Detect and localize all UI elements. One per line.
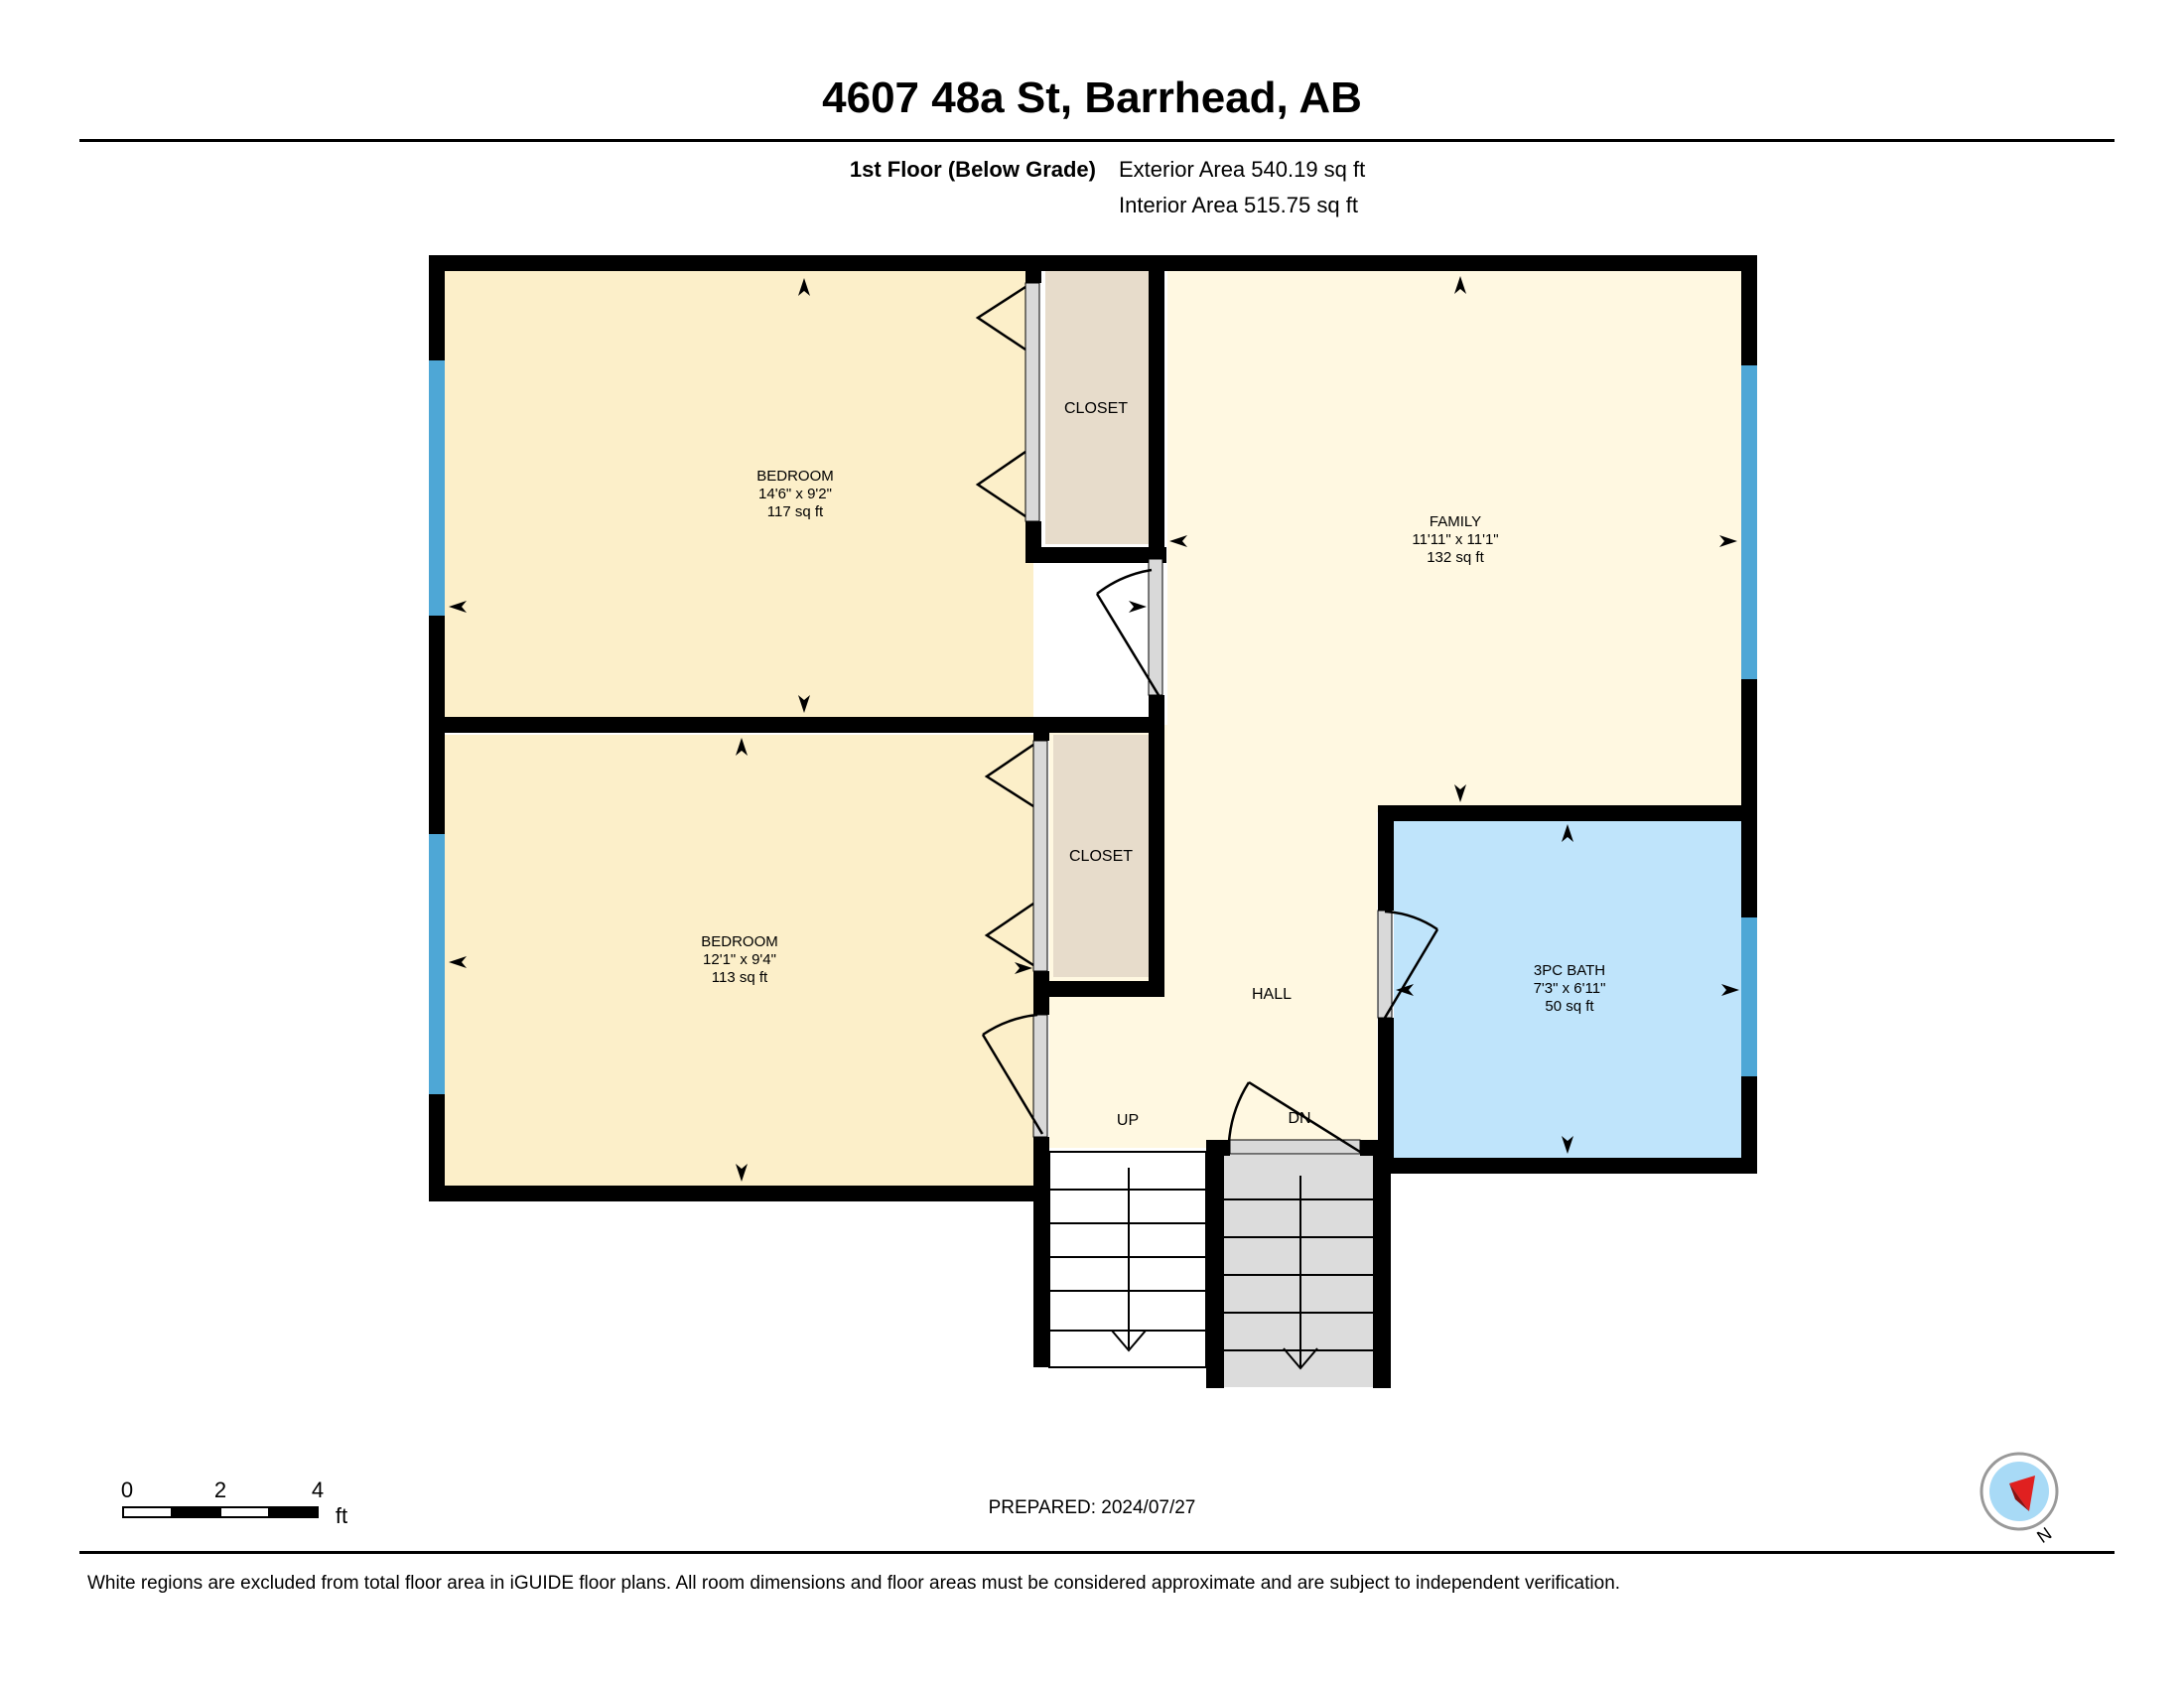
compass-icon — [1979, 1452, 2059, 1531]
stair-up — [1048, 1151, 1207, 1368]
bedroom-1-fill — [445, 271, 1033, 719]
room-name: BEDROOM — [701, 933, 778, 950]
room-name: FAMILY — [1429, 513, 1482, 530]
door-openings — [1024, 282, 1393, 1155]
disclaimer-text: White regions are excluded from total fl… — [87, 1573, 1621, 1594]
closet-1-fill — [1045, 271, 1149, 544]
window-bedroom-1 — [429, 360, 445, 616]
windows — [429, 360, 1757, 1094]
door-swings — [975, 285, 1439, 1154]
header-divider — [79, 139, 2115, 142]
dimension-arrows — [449, 276, 1739, 1182]
bedroom-1-label: BEDROOM 14'6" x 9'2" 117 sq ft — [756, 468, 834, 521]
room-area: 132 sq ft — [1427, 549, 1484, 566]
room-dimensions: 14'6" x 9'2" — [758, 486, 832, 502]
bath-fill — [1394, 821, 1745, 1158]
interior-area: Interior Area 515.75 sq ft — [1119, 193, 1358, 217]
closet-1-label: CLOSET — [1063, 400, 1129, 417]
stair-up-label: UP — [1116, 1112, 1140, 1129]
hall-fill-upper — [1167, 556, 1377, 755]
room-dimensions: 7'3" x 6'11" — [1533, 980, 1606, 997]
page-title: 4607 48a St, Barrhead, AB — [822, 73, 1362, 122]
stair-down-fill — [1224, 1155, 1373, 1387]
bedroom-2-label: BEDROOM 12'1" x 9'4" 113 sq ft — [701, 933, 778, 987]
room-dimensions: 11'11" x 11'1" — [1412, 531, 1499, 548]
room-area: 50 sq ft — [1545, 998, 1594, 1015]
stair-down — [1224, 1176, 1373, 1370]
scale-tick-2: 2 — [213, 1477, 227, 1502]
room-area: 117 sq ft — [766, 503, 824, 520]
footer-divider — [79, 1551, 2115, 1554]
hall-label: HALL — [1251, 986, 1293, 1003]
scale-tick-0: 0 — [120, 1477, 134, 1502]
scale-bar — [122, 1506, 319, 1518]
window-family — [1741, 365, 1757, 679]
window-bath — [1741, 917, 1757, 1076]
floor-name: 1st Floor (Below Grade) — [849, 157, 1096, 182]
bath-label: 3PC BATH 7'3" x 6'11" 50 sq ft — [1534, 962, 1606, 1016]
room-name: BEDROOM — [756, 468, 834, 485]
family-label: FAMILY 11'11" x 11'1" 132 sq ft — [1412, 513, 1498, 567]
closet-2-label: CLOSET — [1068, 848, 1134, 865]
exterior-area: Exterior Area 540.19 sq ft — [1119, 157, 1366, 182]
bedroom-2-fill — [445, 735, 1039, 1186]
room-dimensions: 12'1" x 9'4" — [703, 951, 776, 968]
room-area: 113 sq ft — [711, 969, 768, 986]
stair-down-label: DN — [1288, 1110, 1311, 1127]
scale-tick-4: 4 — [311, 1477, 325, 1502]
room-name: 3PC BATH — [1533, 962, 1606, 979]
window-bedroom-2 — [429, 834, 445, 1094]
scale-unit: ft — [335, 1503, 348, 1528]
prepared-date: PREPARED: 2024/07/27 — [988, 1497, 1196, 1518]
closet-2-fill — [1053, 735, 1149, 977]
